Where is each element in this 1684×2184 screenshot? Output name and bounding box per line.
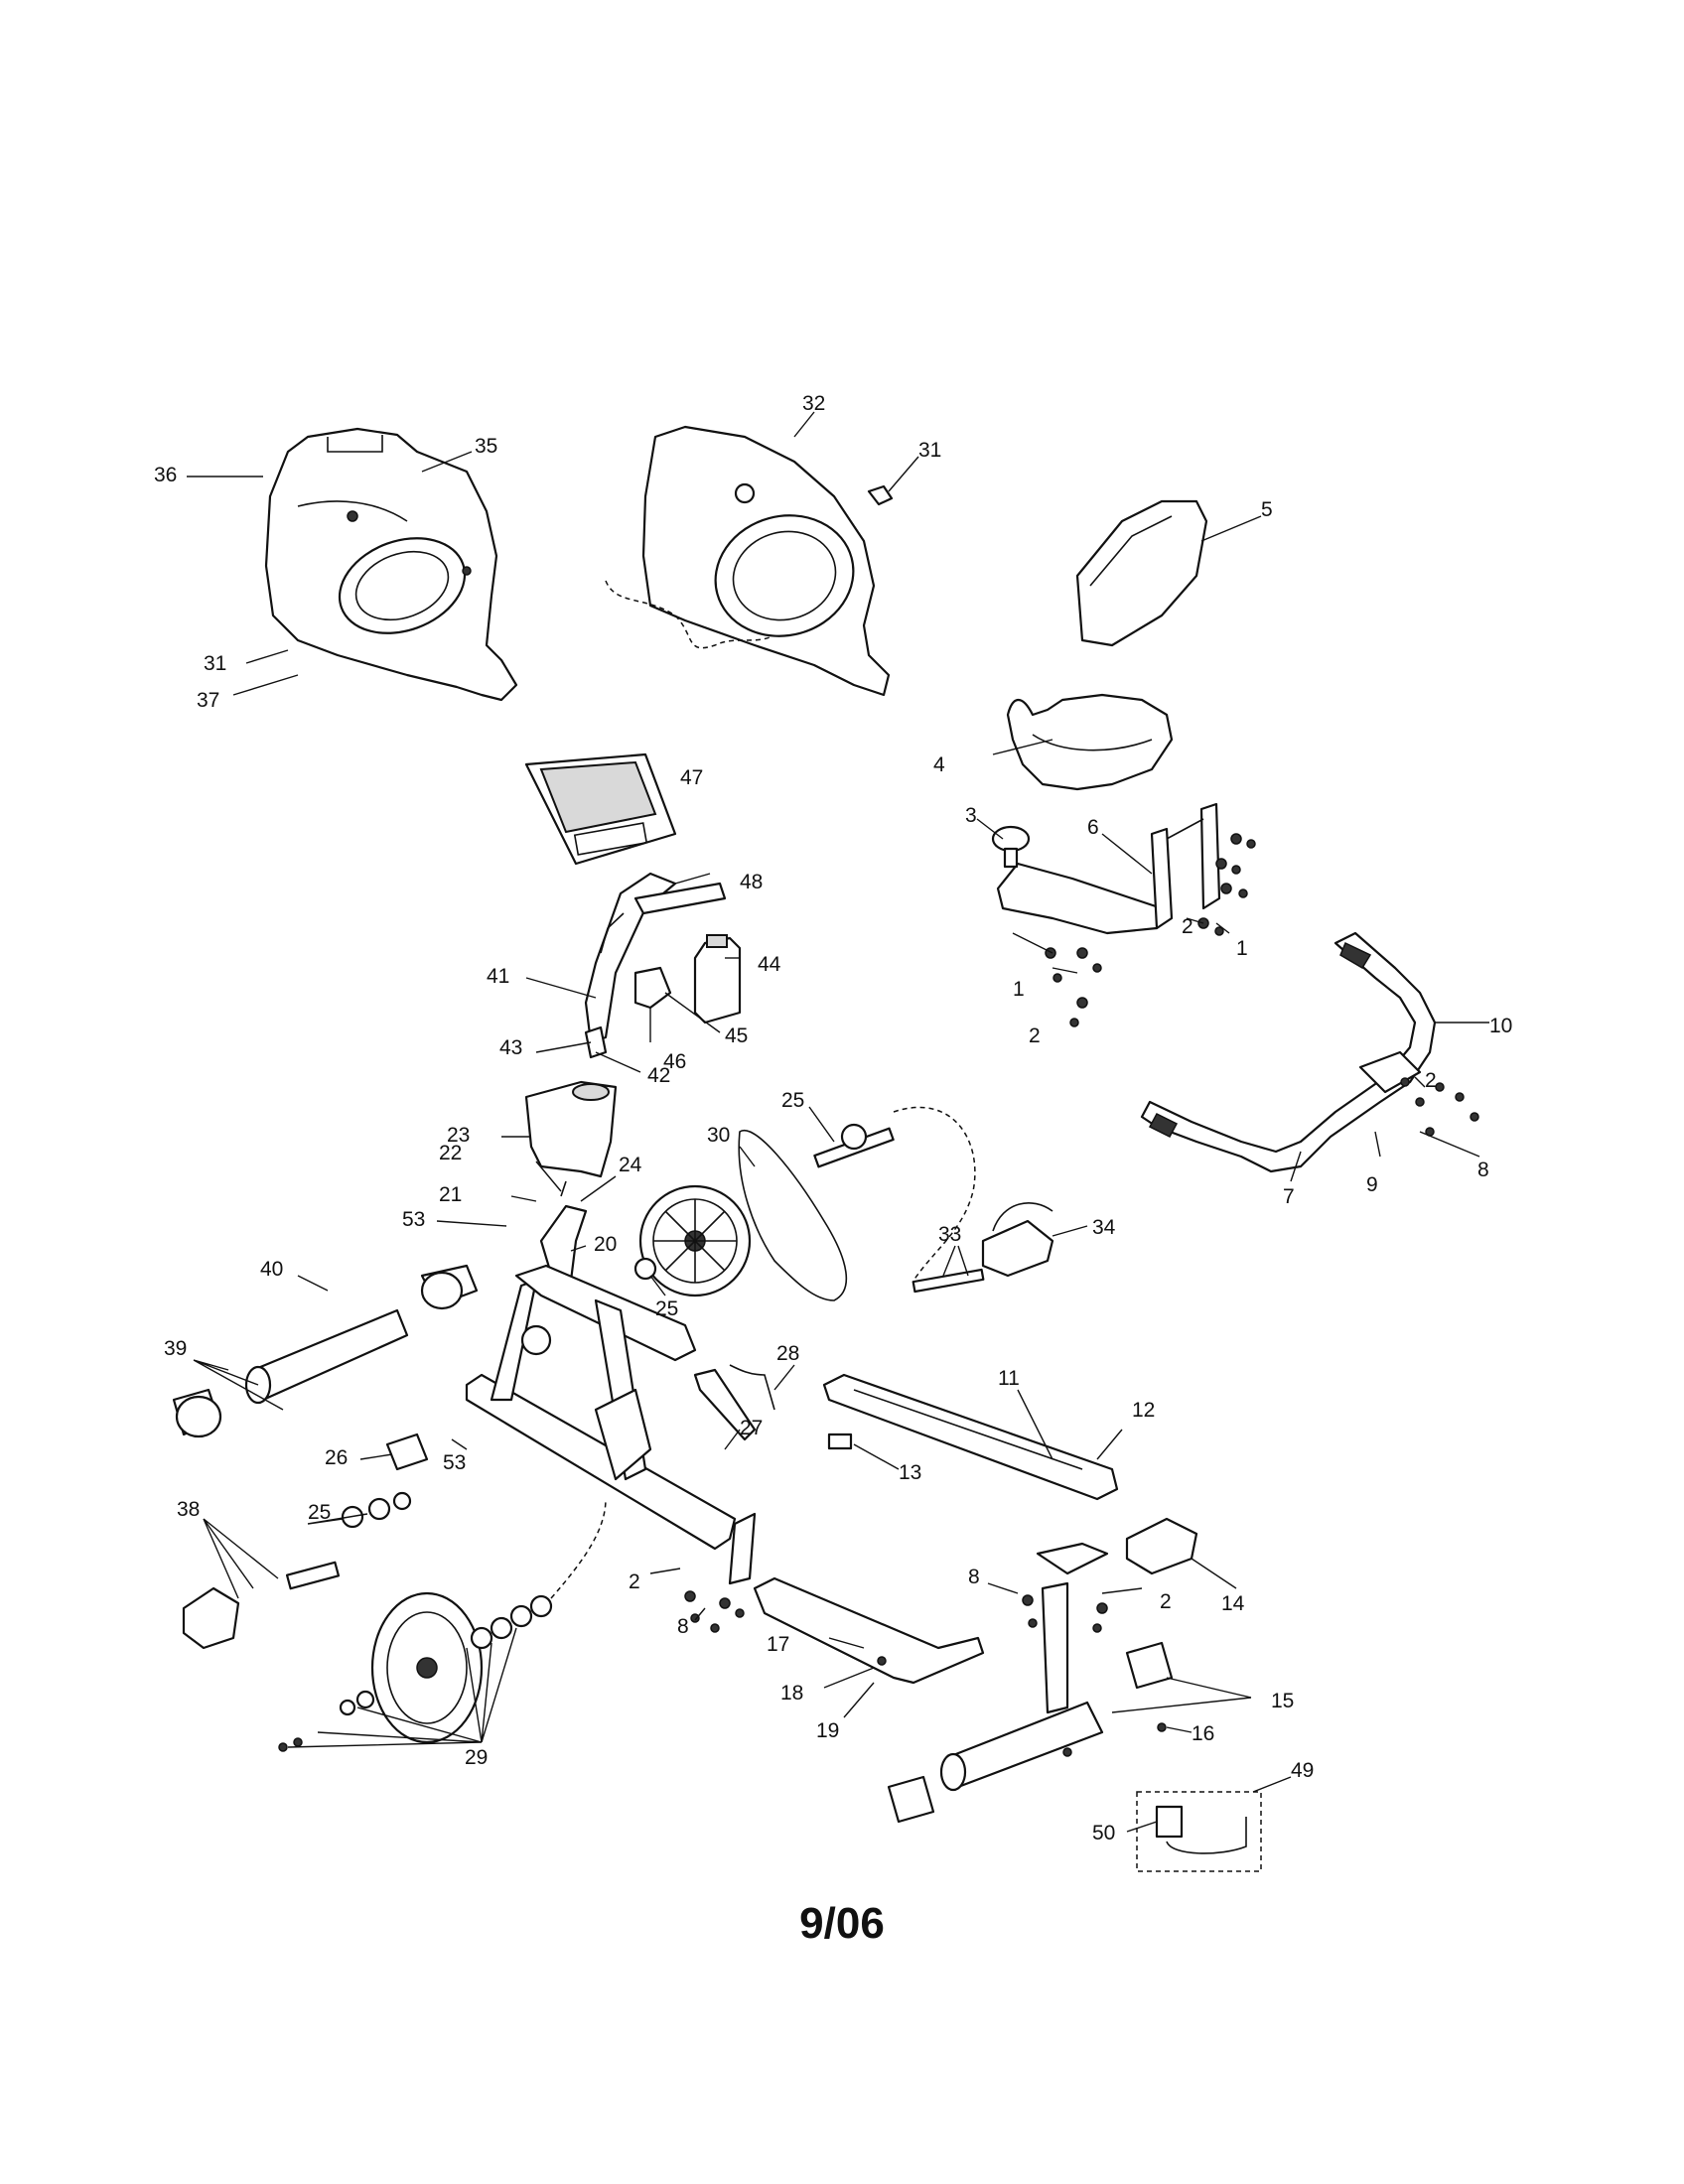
callout-25-a: 25 — [781, 1089, 804, 1112]
callout-36: 36 — [154, 464, 177, 486]
pedal-left — [182, 1561, 341, 1650]
callout-8-c: 8 — [968, 1566, 980, 1588]
callout-11: 11 — [998, 1367, 1020, 1390]
bracket-31-right — [867, 484, 894, 506]
callout-17: 17 — [767, 1633, 789, 1656]
callout-2-c: 2 — [1425, 1069, 1437, 1092]
cap-26 — [385, 1433, 429, 1471]
callout-20: 20 — [594, 1233, 617, 1256]
callout-43: 43 — [499, 1036, 522, 1059]
mast-shroud — [524, 1080, 618, 1178]
callout-2-a: 2 — [1182, 915, 1193, 938]
foot-cap-14 — [1125, 1517, 1198, 1575]
callout-49: 49 — [1291, 1759, 1314, 1782]
callout-1-a: 1 — [1013, 978, 1025, 1001]
console — [524, 752, 677, 866]
frame-hardware — [684, 1590, 1167, 1757]
right-side-cover — [605, 425, 891, 697]
rail-17 — [753, 1576, 985, 1685]
callout-45: 45 — [725, 1024, 748, 1047]
callout-47: 47 — [680, 766, 703, 789]
callout-5: 5 — [1261, 498, 1273, 521]
flywheel-assembly — [278, 1491, 607, 1752]
callout-22: 22 — [439, 1142, 462, 1164]
callout-25-c: 25 — [308, 1501, 331, 1524]
callout-8-b: 8 — [677, 1615, 689, 1638]
callout-27: 27 — [740, 1417, 763, 1439]
callout-leaders — [187, 411, 1489, 1833]
callout-10: 10 — [1489, 1015, 1512, 1037]
rear-beam — [822, 1373, 1119, 1501]
callout-9: 9 — [1366, 1173, 1378, 1196]
seat-hardware — [1045, 833, 1256, 1027]
callout-29: 29 — [465, 1746, 488, 1769]
callout-16: 16 — [1192, 1722, 1214, 1745]
callout-35: 35 — [475, 435, 497, 458]
callout-4: 4 — [933, 753, 945, 776]
water-bottle — [693, 934, 742, 1024]
seat — [1006, 693, 1174, 791]
callout-23: 23 — [447, 1124, 470, 1147]
pulley-and-belt — [633, 1129, 848, 1301]
callout-31-a: 31 — [918, 439, 941, 462]
callout-2-e: 2 — [1160, 1590, 1172, 1613]
callout-28: 28 — [776, 1342, 799, 1365]
rear-stabilizer — [887, 1542, 1174, 1824]
callout-30: 30 — [707, 1124, 730, 1147]
callout-14: 14 — [1221, 1592, 1245, 1615]
front-stabilizer — [172, 1264, 479, 1438]
bottle-holder — [633, 966, 672, 1010]
seat-knob — [991, 825, 1031, 869]
seat-frame — [996, 802, 1221, 935]
callout-8-a: 8 — [1477, 1159, 1489, 1181]
upright-mast — [584, 872, 727, 1059]
callout-1-b: 1 — [1236, 937, 1248, 960]
handlebar — [1140, 931, 1479, 1173]
callout-42: 42 — [647, 1064, 670, 1087]
callout-2-b: 2 — [1029, 1024, 1041, 1047]
callout-31-b: 31 — [204, 652, 226, 675]
callout-26: 26 — [325, 1446, 348, 1469]
callout-32: 32 — [802, 392, 825, 415]
tension-bracket — [693, 1364, 775, 1441]
callout-50: 50 — [1092, 1822, 1115, 1844]
callout-7: 7 — [1283, 1185, 1295, 1208]
left-side-cover — [264, 427, 518, 702]
callout-38: 38 — [177, 1498, 200, 1521]
callout-53-b: 53 — [443, 1451, 466, 1474]
callout-44: 44 — [758, 953, 781, 976]
callout-13: 13 — [899, 1461, 921, 1484]
callout-15: 15 — [1271, 1690, 1294, 1712]
callout-2-d: 2 — [629, 1570, 640, 1593]
callout-48: 48 — [740, 871, 763, 893]
callout-21: 21 — [439, 1183, 462, 1206]
callout-34: 34 — [1092, 1216, 1116, 1239]
callout-12: 12 — [1132, 1399, 1155, 1422]
main-frame — [465, 1264, 757, 1585]
callout-46: 46 — [663, 1050, 686, 1073]
callout-41: 41 — [487, 965, 509, 988]
callout-53-a: 53 — [402, 1208, 425, 1231]
adapter — [1136, 1791, 1262, 1872]
callout-6: 6 — [1087, 816, 1099, 839]
callout-numbers: 1 1 2 2 2 2 2 3 4 5 6 7 8 8 8 9 10 11 12… — [154, 392, 1512, 1844]
callout-39: 39 — [164, 1337, 187, 1360]
callout-24: 24 — [619, 1154, 642, 1176]
callout-19: 19 — [816, 1719, 839, 1742]
callout-25-b: 25 — [655, 1297, 678, 1320]
seat-back — [1075, 499, 1208, 647]
axle-25 — [813, 1106, 976, 1282]
revision-date: 9/06 — [799, 1899, 885, 1948]
callout-18: 18 — [780, 1682, 803, 1705]
callout-37: 37 — [197, 689, 219, 712]
pedal-right — [912, 1202, 1054, 1294]
callout-33: 33 — [938, 1223, 961, 1246]
callout-40: 40 — [260, 1258, 283, 1281]
callout-3: 3 — [965, 804, 977, 827]
